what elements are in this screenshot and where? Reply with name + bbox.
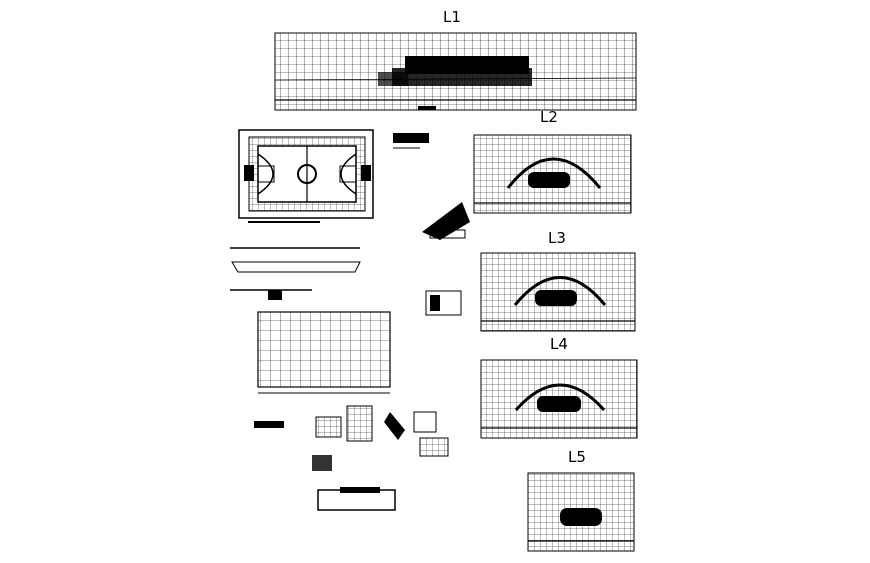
section-l5 [527, 472, 635, 552]
section-label-l4: L4 [550, 335, 568, 353]
stair-detail [422, 202, 470, 240]
detail-symbols [393, 133, 429, 149]
elevation-l1 [274, 32, 637, 111]
section-l2 [473, 134, 632, 214]
section-label-l5: L5 [568, 448, 586, 466]
notes-block [425, 290, 462, 316]
section-label-l3: L3 [548, 229, 566, 247]
structural-grid-plan [257, 311, 391, 394]
court-floor-plan [238, 129, 374, 223]
section-l3 [480, 252, 636, 332]
construction-details [254, 405, 449, 511]
beam-sections [230, 247, 361, 300]
section-label-l1: L1 [443, 8, 461, 26]
section-l4 [480, 359, 638, 439]
section-label-l2: L2 [540, 108, 558, 126]
